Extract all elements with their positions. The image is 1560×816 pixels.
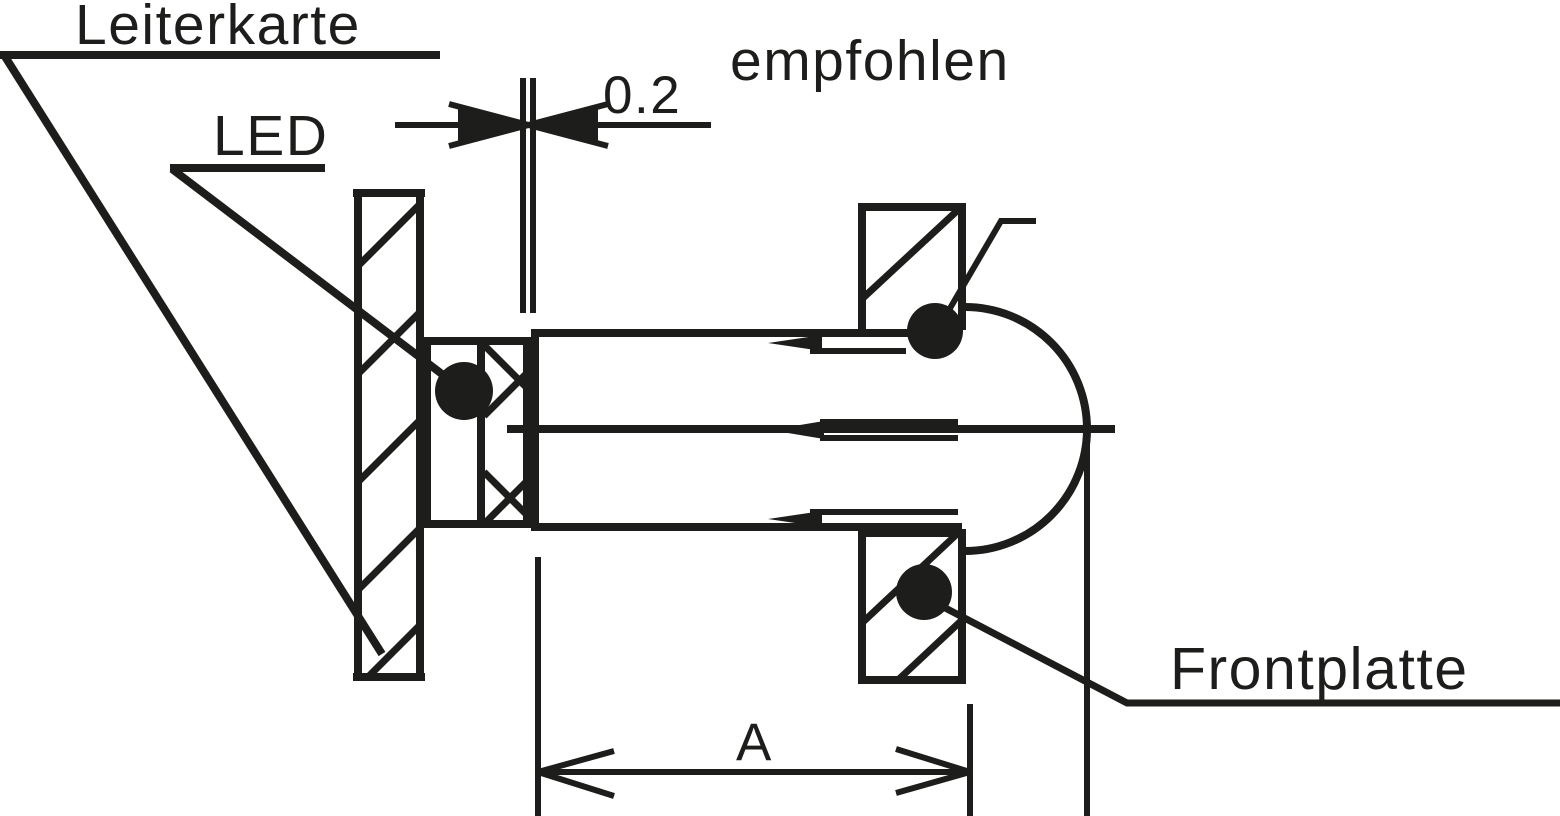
front-panel-leader-dot <box>896 564 952 620</box>
flange-hatching <box>481 342 530 527</box>
led-leader-line <box>169 165 466 394</box>
gap-value-label: 0.2 <box>603 66 681 125</box>
front-panel-leader-line <box>928 596 1560 707</box>
pcb-label: Leiterkarte <box>75 0 361 57</box>
gap-arrowhead-left <box>458 109 523 141</box>
front-panel-lower-slab <box>858 529 966 684</box>
dimension-a-label: A <box>736 713 773 772</box>
led-label-group <box>169 164 466 394</box>
pcb-slab <box>353 189 425 681</box>
snap-barbs <box>768 335 958 527</box>
gap-dimension-group <box>395 78 711 313</box>
led-leader-dot <box>435 362 493 420</box>
upper-leader-dot <box>907 303 963 359</box>
gap-arrowhead-right <box>533 109 598 141</box>
front-panel-upper-slab <box>858 203 966 330</box>
front-panel-label: Frontplatte <box>1170 636 1469 702</box>
upper-leader-line <box>939 218 1036 324</box>
pcb-label-group <box>0 51 440 657</box>
gap-note-label: empfohlen <box>730 29 1010 93</box>
pcb-hatching <box>355 201 423 680</box>
pcb-leader-line <box>0 52 386 657</box>
led-label: LED <box>213 104 328 168</box>
holder-flange <box>423 337 531 528</box>
front-panel-upper-hatching <box>860 206 962 301</box>
dimension-a-group <box>535 557 973 816</box>
